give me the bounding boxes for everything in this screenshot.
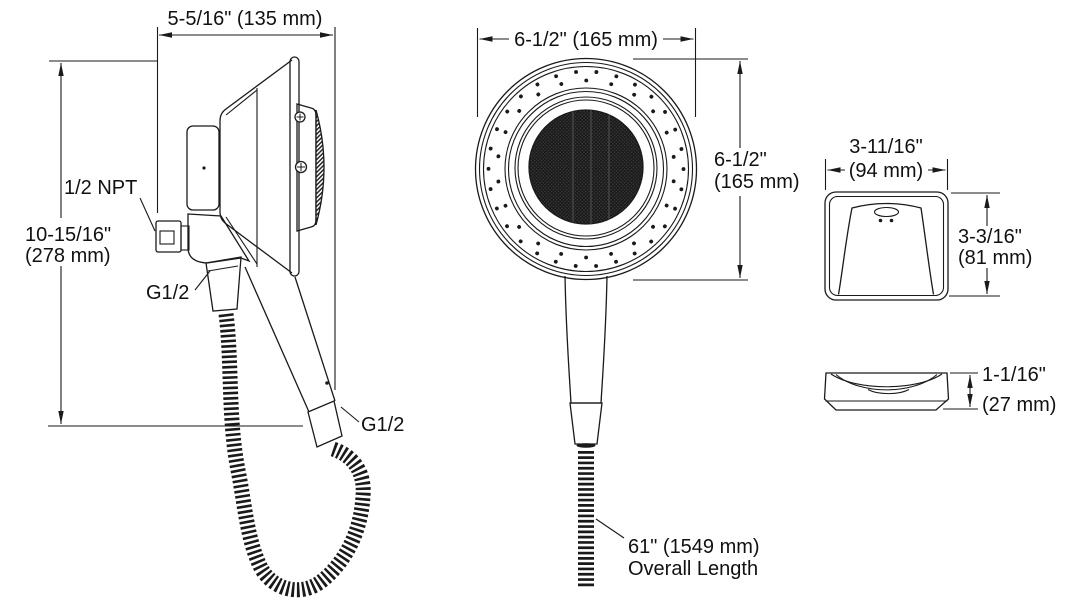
saddle-curve (835, 374, 938, 391)
bracket-width-dim-text: 3-11/16" (849, 136, 922, 158)
bracket-width-dimension (824, 159, 949, 190)
side-view (48, 27, 371, 598)
side-width-dim-text: 5-5/16" (135 mm) (168, 8, 323, 30)
side-height-dim-metric: (278 mm) (25, 245, 111, 267)
supply-thread-label: 1/2 NPT (64, 177, 137, 199)
sprayface-rings (474, 57, 698, 281)
supply-fitting-detail (159, 230, 175, 245)
bracket-height-dim-metric: (81 mm) (958, 247, 1032, 269)
bracket-front-view (824, 159, 1000, 301)
overhead-shower (186, 56, 300, 277)
bracket-height-dim-text: 3-3/16" (958, 226, 1022, 248)
nozzle-ring-inner (495, 78, 677, 260)
profile-height-dimension (943, 372, 978, 410)
outlet-port (205, 256, 242, 312)
cone-inner-line (225, 216, 258, 265)
wand-outlet-nut (307, 400, 343, 448)
cradle-dot (878, 218, 883, 223)
front-height-dimension (633, 58, 748, 281)
front-width-dim-text: 6-1/2" (165 mm) (514, 29, 658, 51)
side-height-dimension (48, 60, 303, 427)
leader-line (340, 406, 360, 423)
handle-cap (569, 402, 603, 445)
front-height-dim-metric: (165 mm) (714, 171, 800, 193)
handshower-cradle (837, 202, 935, 295)
cradle-hook-slot (873, 206, 900, 218)
side-width-dimension (156, 27, 336, 390)
speaker-grille (528, 109, 644, 225)
bracket-width-dim-metric: (94 mm) (849, 160, 923, 182)
hose-loop (218, 313, 371, 598)
front-handle (564, 275, 608, 588)
elbow-thread-label: G1/2 (146, 282, 189, 304)
saddle-curve (867, 389, 910, 395)
cap-shadow (576, 443, 596, 448)
valve-body (155, 213, 251, 312)
leader-line (595, 518, 625, 539)
wand-edge (294, 276, 336, 402)
flange-shaded-face (315, 109, 325, 226)
bracket-plate-outer (824, 191, 949, 301)
grille-disc (528, 109, 644, 225)
nozzle-dots (486, 69, 686, 269)
handshower-thread-label: G1/2 (361, 414, 404, 436)
port-seam (207, 265, 239, 272)
front-width-dimension (476, 28, 697, 117)
handshower-wand (244, 266, 343, 448)
wand-edge (244, 266, 310, 413)
bracket-profile (823, 372, 950, 411)
wand-button (325, 381, 329, 385)
shower-cone (219, 59, 293, 274)
handle-body (564, 275, 608, 404)
saddle-curve (830, 373, 943, 388)
side-labels (139, 197, 360, 423)
profile-height-dim-text: 1-1/16" (982, 364, 1046, 386)
housing-detail-dot (202, 166, 206, 170)
cradle-dot (889, 218, 894, 223)
mount-screw (294, 160, 308, 174)
dimension-texts: 5-5/16" (135 mm) 10-15/16" (278 mm) 1/2 … (25, 8, 1056, 580)
side-height-dim-text: 10-15/16" (25, 224, 111, 246)
supply-connector (180, 225, 190, 251)
bracket-height-dimension (949, 192, 1000, 297)
bracket-side-view (823, 372, 978, 411)
leader-line (194, 270, 211, 291)
nozzle-ring-outer (486, 69, 686, 269)
front-view (474, 28, 748, 588)
wall-mount-plate (294, 103, 325, 232)
front-height-dim-text: 6-1/2" (714, 149, 767, 171)
hose-length-label: Overall Length (628, 558, 758, 580)
bracket-plate-inner (828, 195, 945, 297)
leader-line (139, 197, 156, 232)
profile-height-dim-metric: (27 mm) (982, 394, 1056, 416)
grille-streaks (572, 110, 610, 224)
speaker-housing (186, 125, 220, 211)
mount-screw (294, 111, 306, 123)
hose-length-text: 61" (1549 mm) (628, 536, 760, 558)
cone-inner-line (225, 89, 258, 116)
